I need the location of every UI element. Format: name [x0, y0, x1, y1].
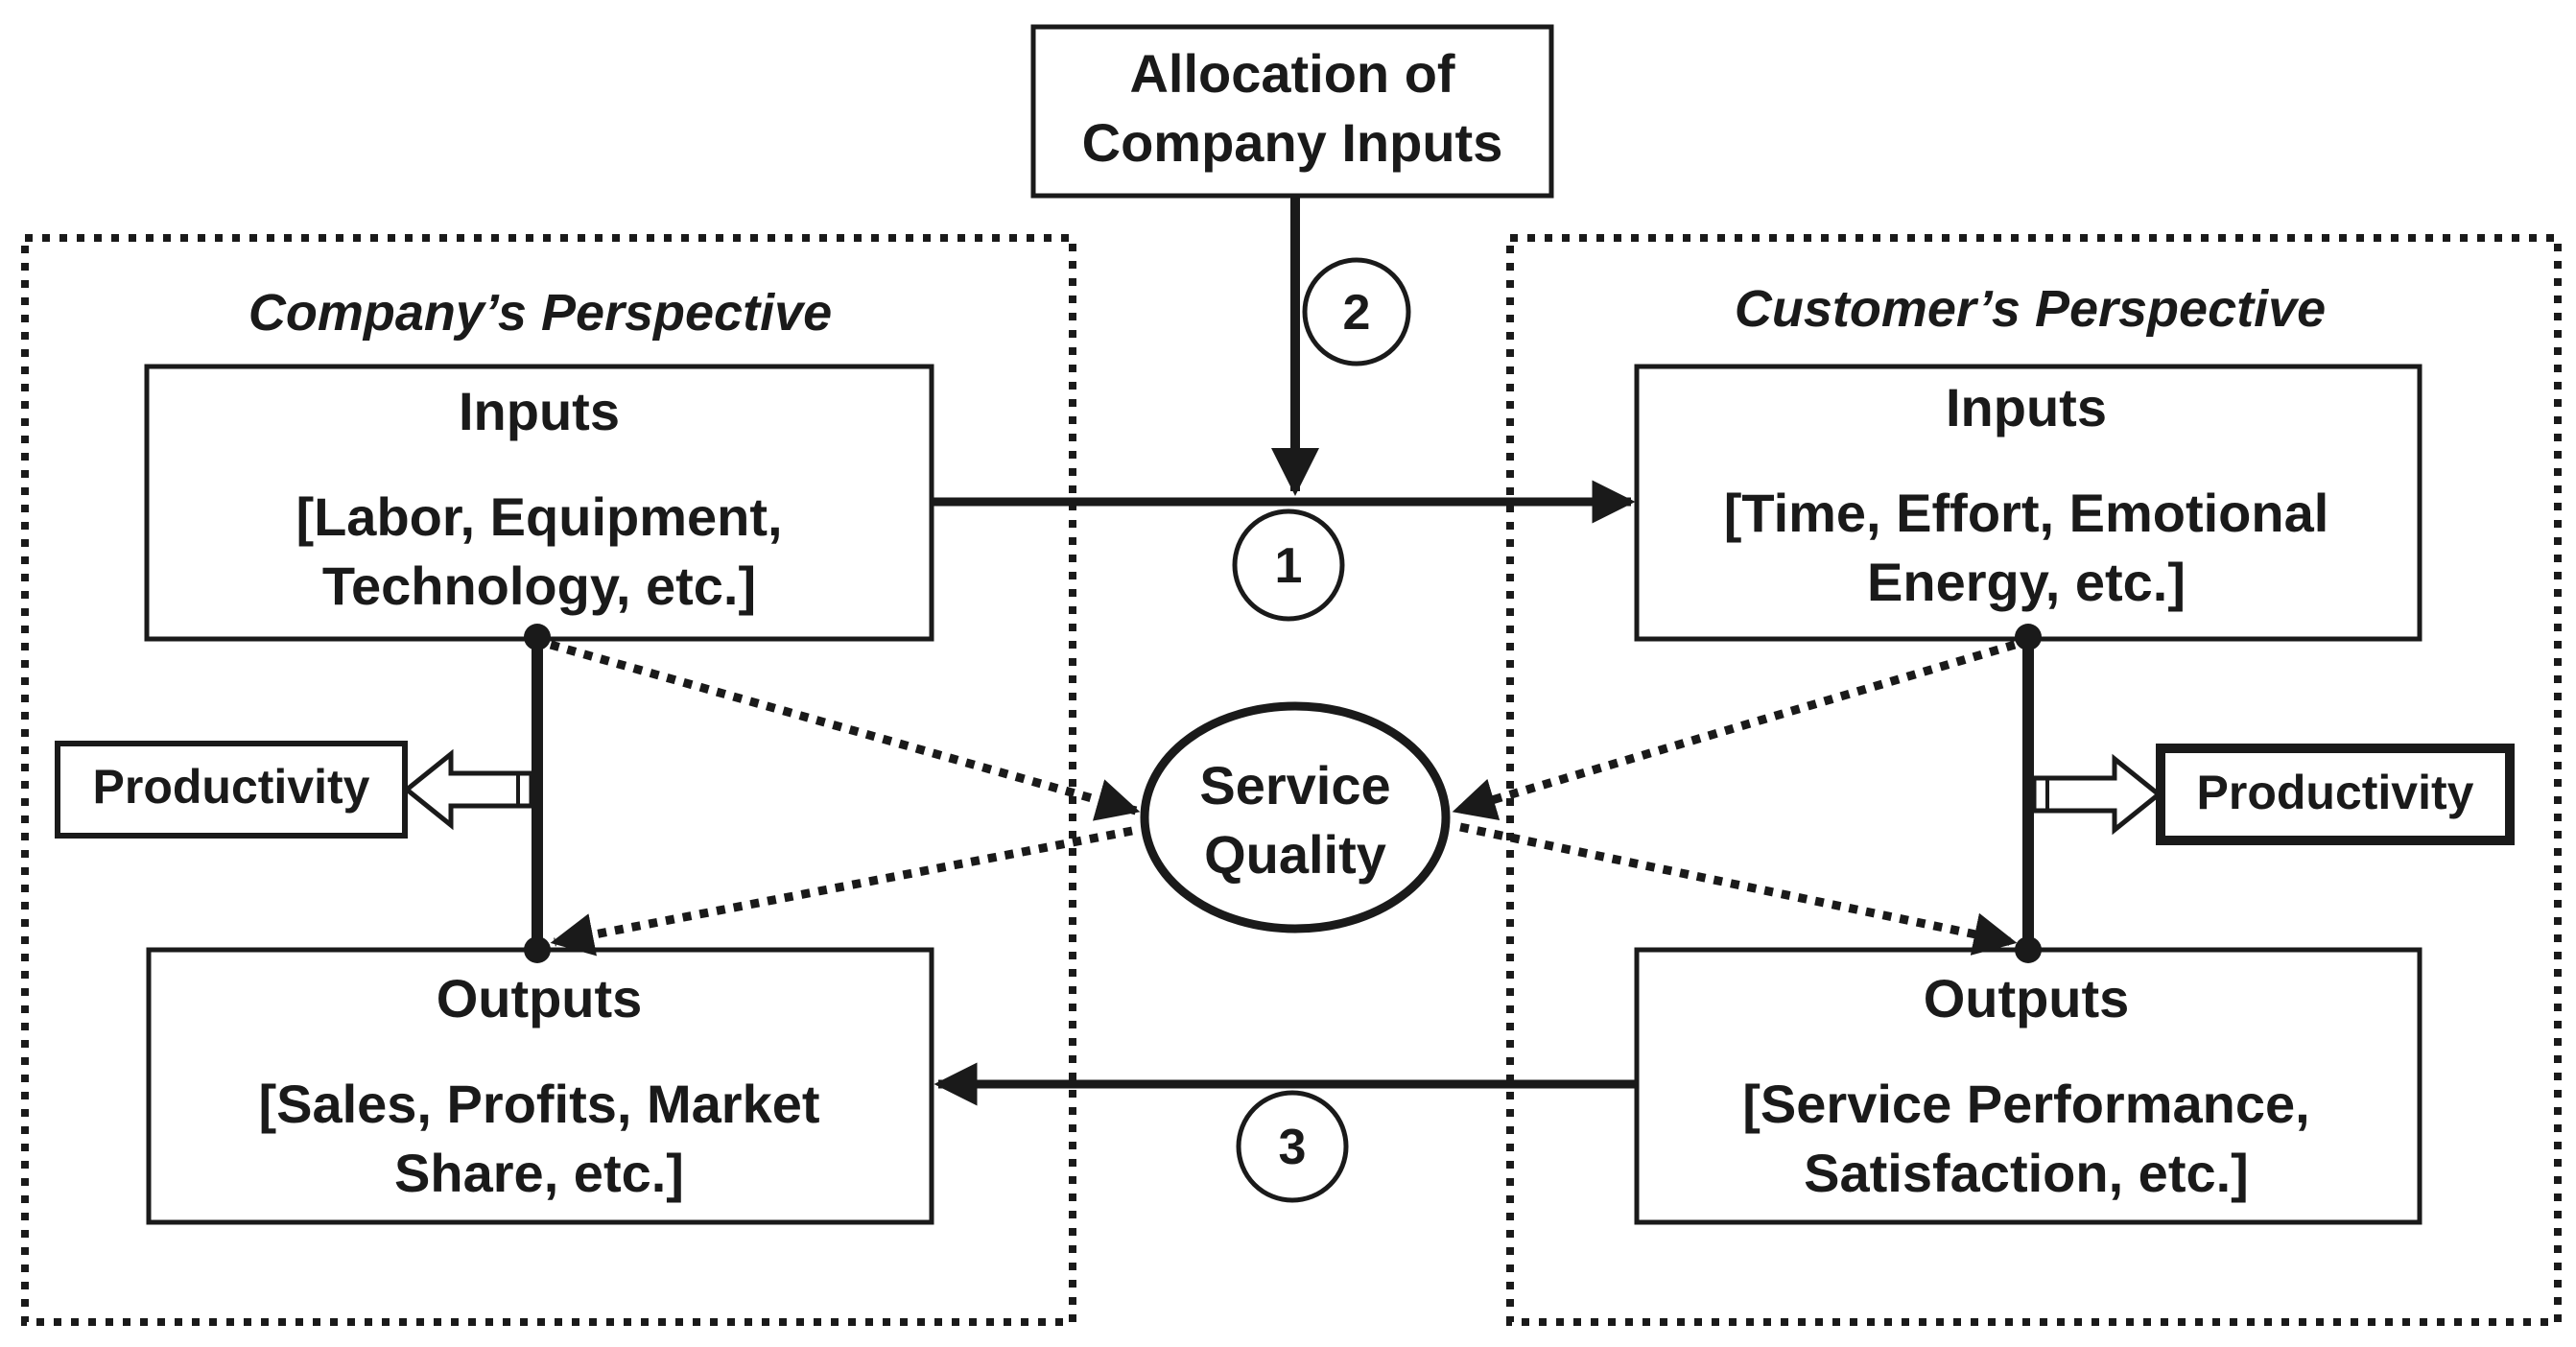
customer-productivity-label: Productivity — [2197, 766, 2474, 819]
marker-circle-1 — [1232, 508, 1345, 622]
service-quality-line-1: Service — [1199, 755, 1390, 815]
customer-inputs-heading: Inputs — [1946, 377, 2107, 437]
customer-inputs-line-2: Energy, etc.] — [1867, 552, 2186, 612]
company-inputs-node — [524, 624, 551, 650]
company-outputs-node — [524, 936, 551, 963]
marker-circle-3 — [1236, 1090, 1349, 1203]
customer-inputs-node — [2015, 624, 2042, 650]
company-outputs-line-1: [Sales, Profits, Market — [258, 1074, 819, 1134]
company-perspective-frame — [21, 234, 1076, 1326]
company-outputs-heading: Outputs — [437, 968, 643, 1028]
allocation-line-1: Allocation of — [1129, 43, 1454, 104]
company-productivity-label: Productivity — [93, 760, 370, 814]
customer-outputs-heading: Outputs — [1924, 968, 2130, 1028]
company-inputs-line-1: [Labor, Equipment, — [295, 486, 782, 547]
company-inputs-heading: Inputs — [459, 381, 620, 441]
allocation-line-2: Company Inputs — [1082, 112, 1503, 173]
marker-1: 1 — [1275, 538, 1303, 594]
customer-productivity-box — [2156, 744, 2515, 845]
company-perspective-title: Company’s Perspective — [248, 284, 832, 342]
service-quality-line-2: Quality — [1204, 824, 1386, 885]
quality-to-company-outputs — [550, 826, 1133, 957]
company-inputs-line-2: Technology, etc.] — [322, 555, 756, 616]
marker-circle-2 — [1302, 257, 1411, 366]
customer-inputs-box — [1634, 364, 2422, 642]
customer-outputs-line-1: [Service Performance, — [1742, 1074, 2309, 1134]
customer-inputs-line-1: [Time, Effort, Emotional — [1724, 483, 2329, 543]
company-productivity-box — [55, 741, 408, 839]
service-quality-ellipse — [1140, 701, 1451, 933]
company-outputs-line-2: Share, etc.] — [394, 1143, 684, 1203]
customer-outputs-node — [2015, 936, 2042, 963]
marker-3: 3 — [1279, 1120, 1307, 1175]
customer-perspective-title: Customer’s Perspective — [1735, 280, 2326, 338]
customer-outputs-line-2: Satisfaction, etc.] — [1804, 1143, 2249, 1203]
marker-2: 2 — [1343, 285, 1371, 341]
customer-perspective-frame — [1506, 234, 2562, 1326]
customer-productivity-arrow — [2031, 753, 2162, 836]
customer-inputs-to-quality — [1452, 640, 2017, 821]
quality-to-customer-outputs — [1459, 822, 2018, 956]
company-productivity-arrow — [403, 748, 534, 831]
company-inputs-to-quality — [549, 640, 1141, 821]
